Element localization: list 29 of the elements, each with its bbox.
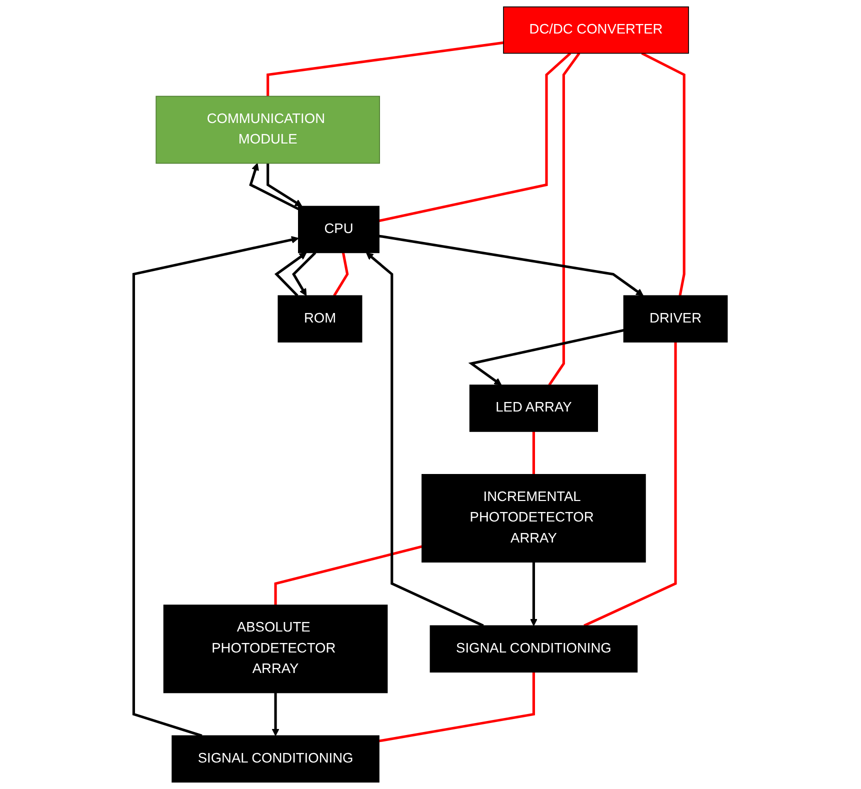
connector	[641, 52, 686, 296]
node-box: SIGNAL CONDITIONING	[430, 625, 638, 673]
arrow	[266, 163, 302, 207]
node-box: COMMUNICATION MODULE	[156, 96, 380, 164]
connector	[378, 52, 572, 222]
arrow	[530, 562, 538, 626]
node-box: SIGNAL CONDITIONING	[172, 735, 380, 783]
arrow	[292, 252, 316, 296]
node-box: ABSOLUTE PHOTODETECTOR ARRAY	[163, 604, 388, 694]
arrow	[274, 252, 307, 297]
arrow	[378, 234, 644, 296]
arrow	[272, 692, 280, 736]
connector	[333, 252, 349, 296]
connector	[584, 342, 677, 627]
connector	[378, 672, 535, 742]
node-box: INCREMENTAL PHOTODETECTOR ARRAY	[422, 474, 646, 563]
node-box: CPU	[298, 206, 380, 254]
node-box: ROM	[278, 295, 362, 342]
connector	[274, 545, 422, 606]
connector	[548, 52, 580, 386]
arrow	[132, 236, 299, 737]
node-box: DC/DC CONVERTER	[503, 6, 689, 54]
node-box: DRIVER	[623, 295, 728, 342]
arrow	[366, 252, 484, 627]
node-box: LED ARRAY	[469, 384, 598, 432]
connector	[266, 41, 504, 96]
arrow	[249, 162, 300, 210]
connector	[532, 431, 535, 474]
arrow	[468, 328, 624, 386]
